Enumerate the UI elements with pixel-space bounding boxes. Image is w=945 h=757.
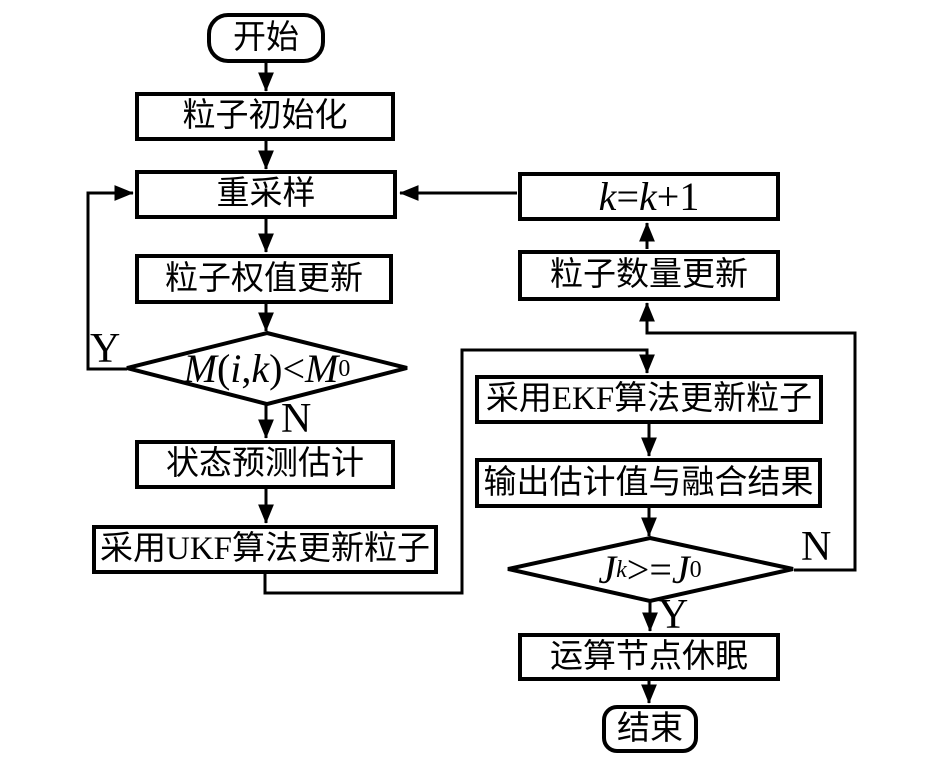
node-ekf-update: 采用EKF算法更新粒子 [475, 375, 823, 424]
node-resample-label: 重采样 [216, 176, 316, 212]
node-output-fusion: 输出估计值与融合结果 [475, 458, 822, 508]
node-particle-count-update: 粒子数量更新 [518, 250, 780, 301]
label-decision-resample-yes: Y [90, 326, 121, 372]
node-sleep-label: 运算节点休眠 [550, 638, 748, 675]
label-decision-sleep-yes: Y [658, 592, 689, 638]
node-state-predict-label: 状态预测估计 [166, 446, 364, 482]
edge-decision-yes-loop-to-resample [86, 185, 134, 371]
decision-sleep-diamond [507, 535, 794, 604]
node-end-label: 结束 [617, 710, 683, 747]
node-weight-update: 粒子权值更新 [135, 254, 393, 304]
node-weight-update-label: 粒子权值更新 [165, 260, 363, 297]
node-start-label: 开始 [233, 19, 299, 56]
node-state-predict: 状态预测估计 [135, 440, 395, 489]
node-output-fusion-label: 输出估计值与融合结果 [483, 464, 814, 501]
node-resample: 重采样 [135, 170, 397, 219]
node-ukf-update-label: 采用UKF算法更新粒子 [99, 531, 431, 567]
label-decision-sleep-no: N [801, 524, 832, 570]
node-start: 开始 [207, 13, 325, 63]
edge-ukf-to-ekf [263, 348, 655, 595]
node-ekf-update-label: 采用EKF算法更新粒子 [485, 381, 813, 417]
node-ukf-update: 采用UKF算法更新粒子 [92, 525, 438, 574]
node-end: 结束 [602, 705, 698, 753]
node-sleep: 运算节点休眠 [518, 633, 780, 681]
node-particle-init: 粒子初始化 [135, 92, 395, 141]
node-particle-count-update-label: 粒子数量更新 [550, 257, 748, 293]
node-k-increment-label: k=k+1 [598, 173, 700, 219]
label-decision-resample-no: N [281, 396, 312, 442]
node-particle-init-label: 粒子初始化 [182, 98, 348, 134]
decision-resample-diamond [126, 330, 408, 407]
node-k-increment: k=k+1 [518, 172, 780, 221]
edge-decision-sleep-no-loop-to-count [639, 302, 857, 572]
